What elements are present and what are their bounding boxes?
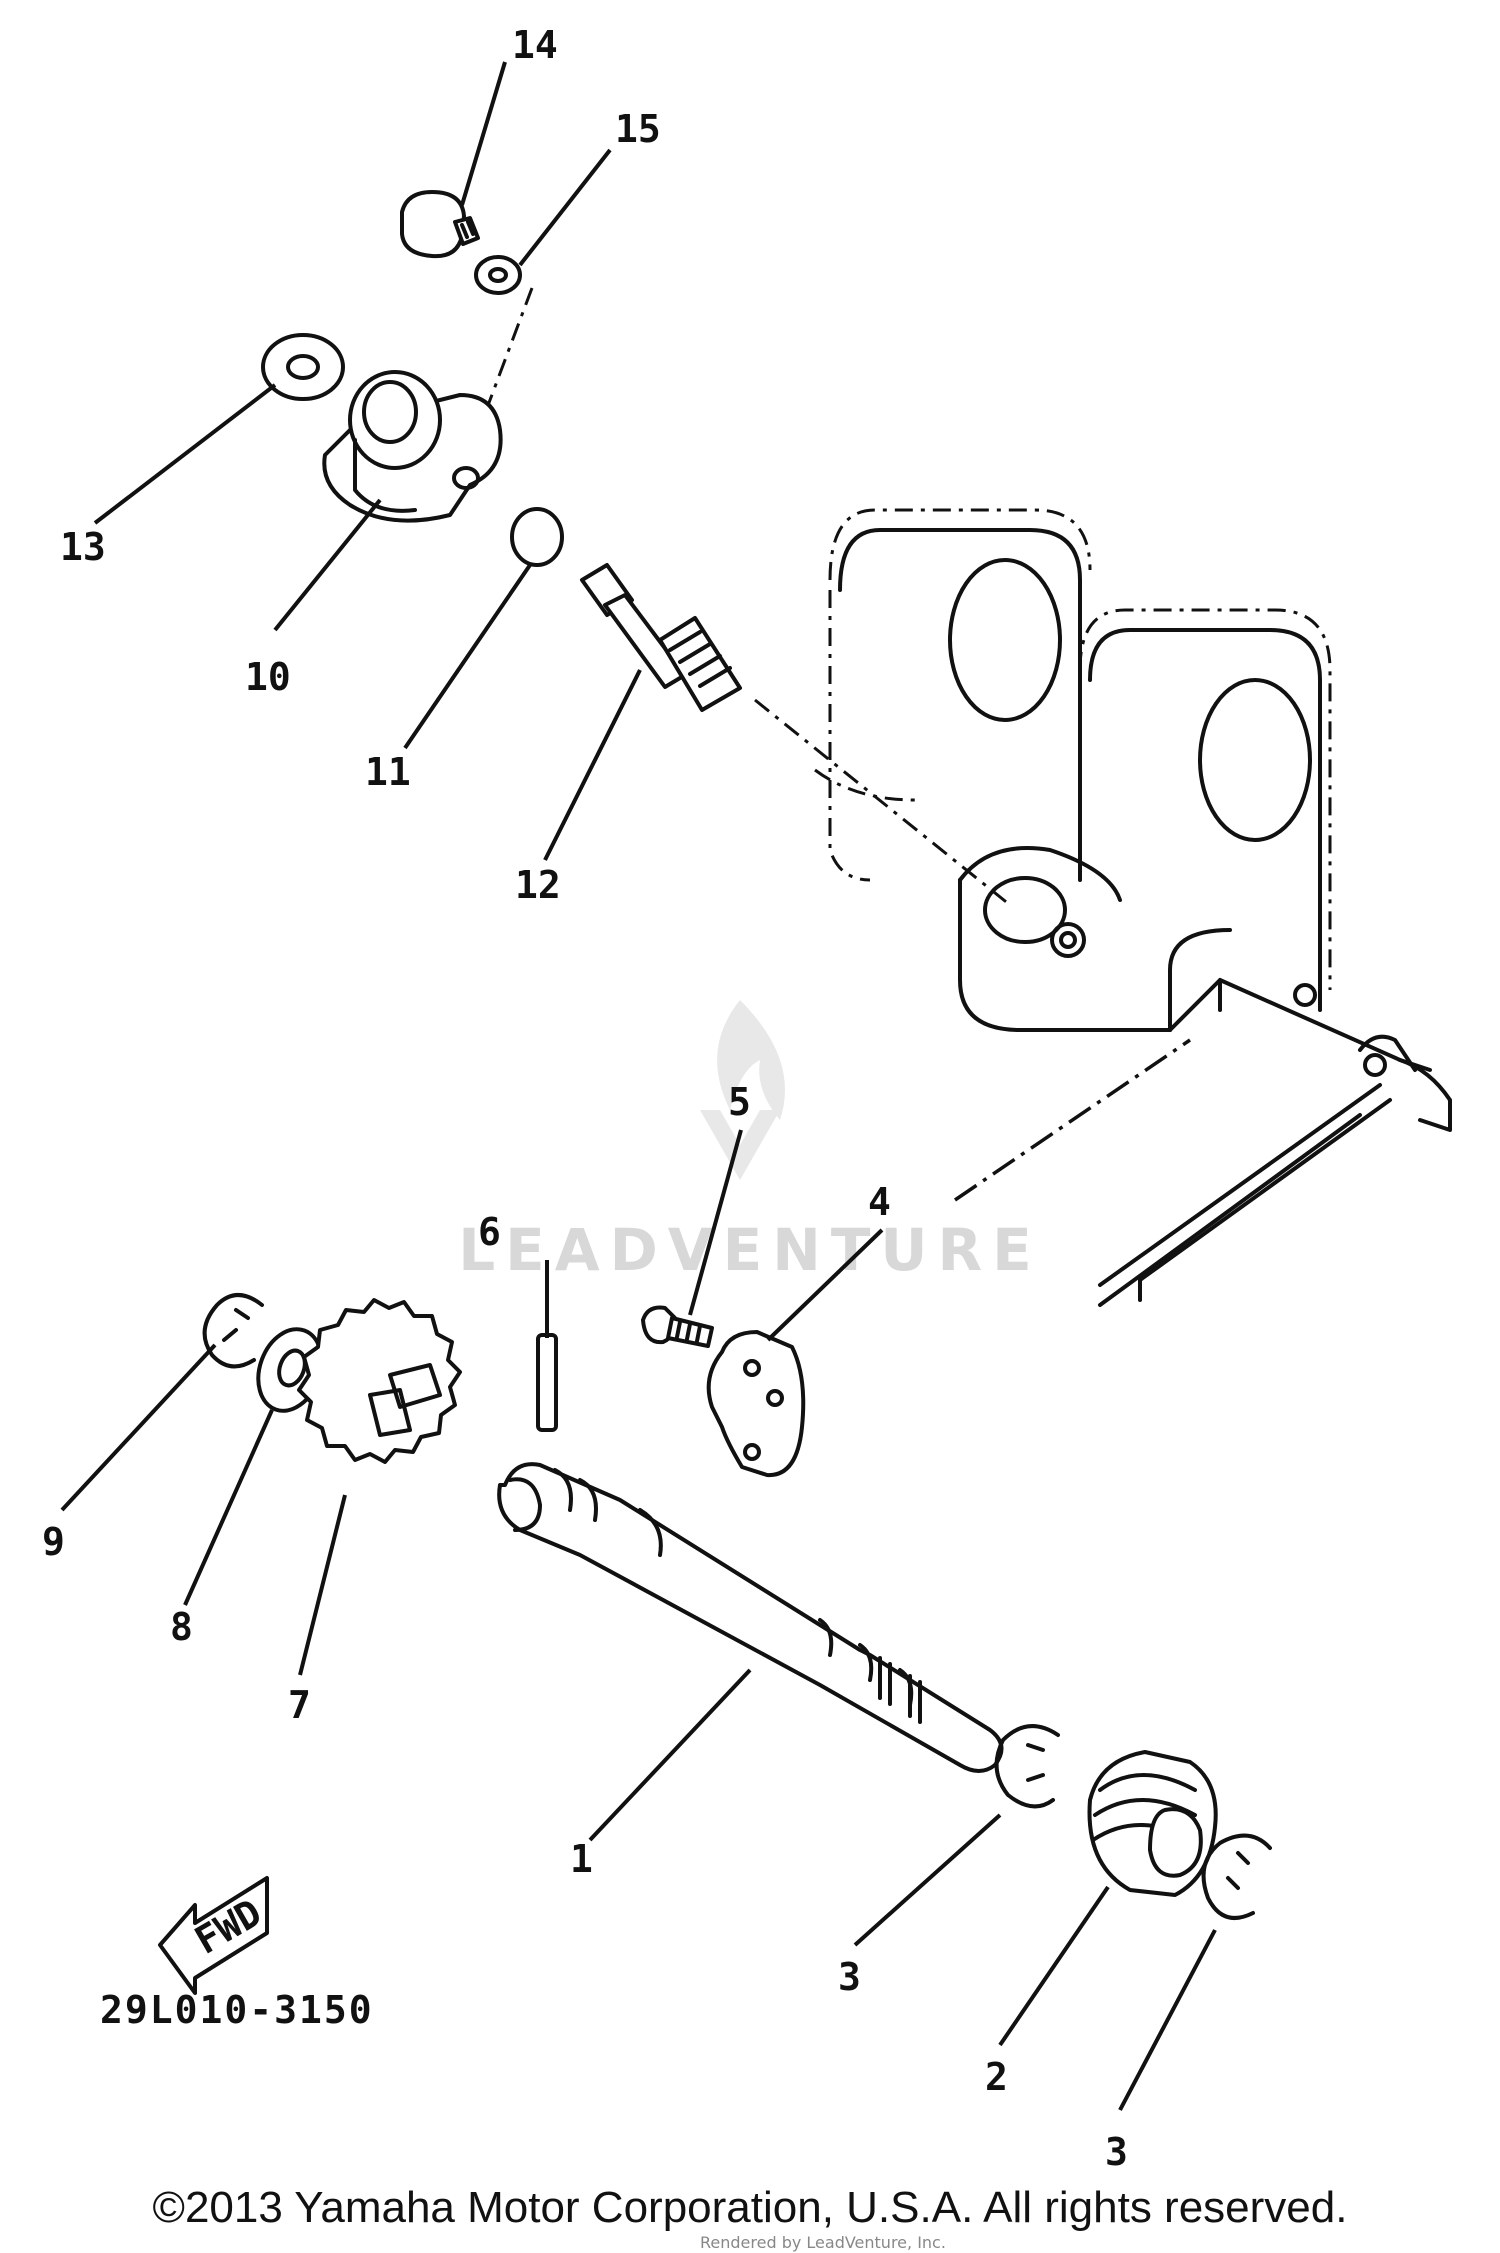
- callout-15: 15: [615, 107, 661, 151]
- callout-2: 2: [985, 2055, 1008, 2099]
- callout-labels: 14 15 13 10 11 12 5 4 6 9 8 7 1 3 2 3: [42, 23, 1128, 2174]
- callout-3-lower: 3: [1105, 2130, 1128, 2174]
- callout-3-upper: 3: [838, 1955, 861, 1999]
- callout-13: 13: [60, 525, 106, 569]
- part-4-lever-plate: [706, 1330, 806, 1478]
- callout-14: 14: [512, 23, 558, 67]
- part-3-circlip-upper: [994, 1724, 1060, 1809]
- callout-11: 11: [365, 750, 411, 794]
- callout-7: 7: [288, 1683, 311, 1727]
- overlay-text: Rendered by LeadVenture, Inc.: [700, 2233, 946, 2252]
- callout-5: 5: [728, 1080, 751, 1124]
- part-14-bolt: [400, 190, 480, 259]
- callout-6: 6: [478, 1210, 501, 1254]
- callout-9: 9: [42, 1520, 65, 1564]
- assembly-line-12: [754, 698, 1011, 907]
- fwd-arrow: FWD: [158, 1876, 269, 1995]
- copyright-text: ©2013 Yamaha Motor Corporation, U.S.A. A…: [152, 2183, 1348, 2232]
- diagram-code: 29L010-3150: [100, 1988, 374, 2032]
- part-2-drive-gear: [1087, 1750, 1218, 1897]
- part-15-washer: [474, 255, 522, 295]
- assembly-line-15: [458, 287, 534, 481]
- part-3-circlip-lower: [1201, 1833, 1272, 1920]
- watermark-text: LEADVENTURE: [458, 1216, 1042, 1284]
- part-9-circlip: [202, 1293, 264, 1369]
- leader-lines: [60, 61, 1217, 2111]
- part-12-shaft-gear: [580, 563, 742, 712]
- callout-8: 8: [170, 1605, 193, 1649]
- callout-10: 10: [245, 655, 291, 699]
- part-7-gear: [297, 1298, 462, 1464]
- part-1-shaft: [497, 1462, 1004, 1773]
- part-10-holder: [322, 370, 503, 523]
- assembly-line-shaft: [954, 1038, 1191, 1202]
- callout-4: 4: [868, 1180, 891, 1224]
- part-5-screw: [641, 1305, 714, 1348]
- engine-housing: [814, 508, 1452, 1307]
- part-6-pin: [536, 1333, 558, 1432]
- watermark-logo: [700, 1000, 785, 1180]
- callout-12: 12: [515, 863, 561, 907]
- part-11-o-ring: [510, 507, 564, 567]
- part-13-washer: [261, 333, 345, 401]
- callout-1: 1: [570, 1837, 593, 1881]
